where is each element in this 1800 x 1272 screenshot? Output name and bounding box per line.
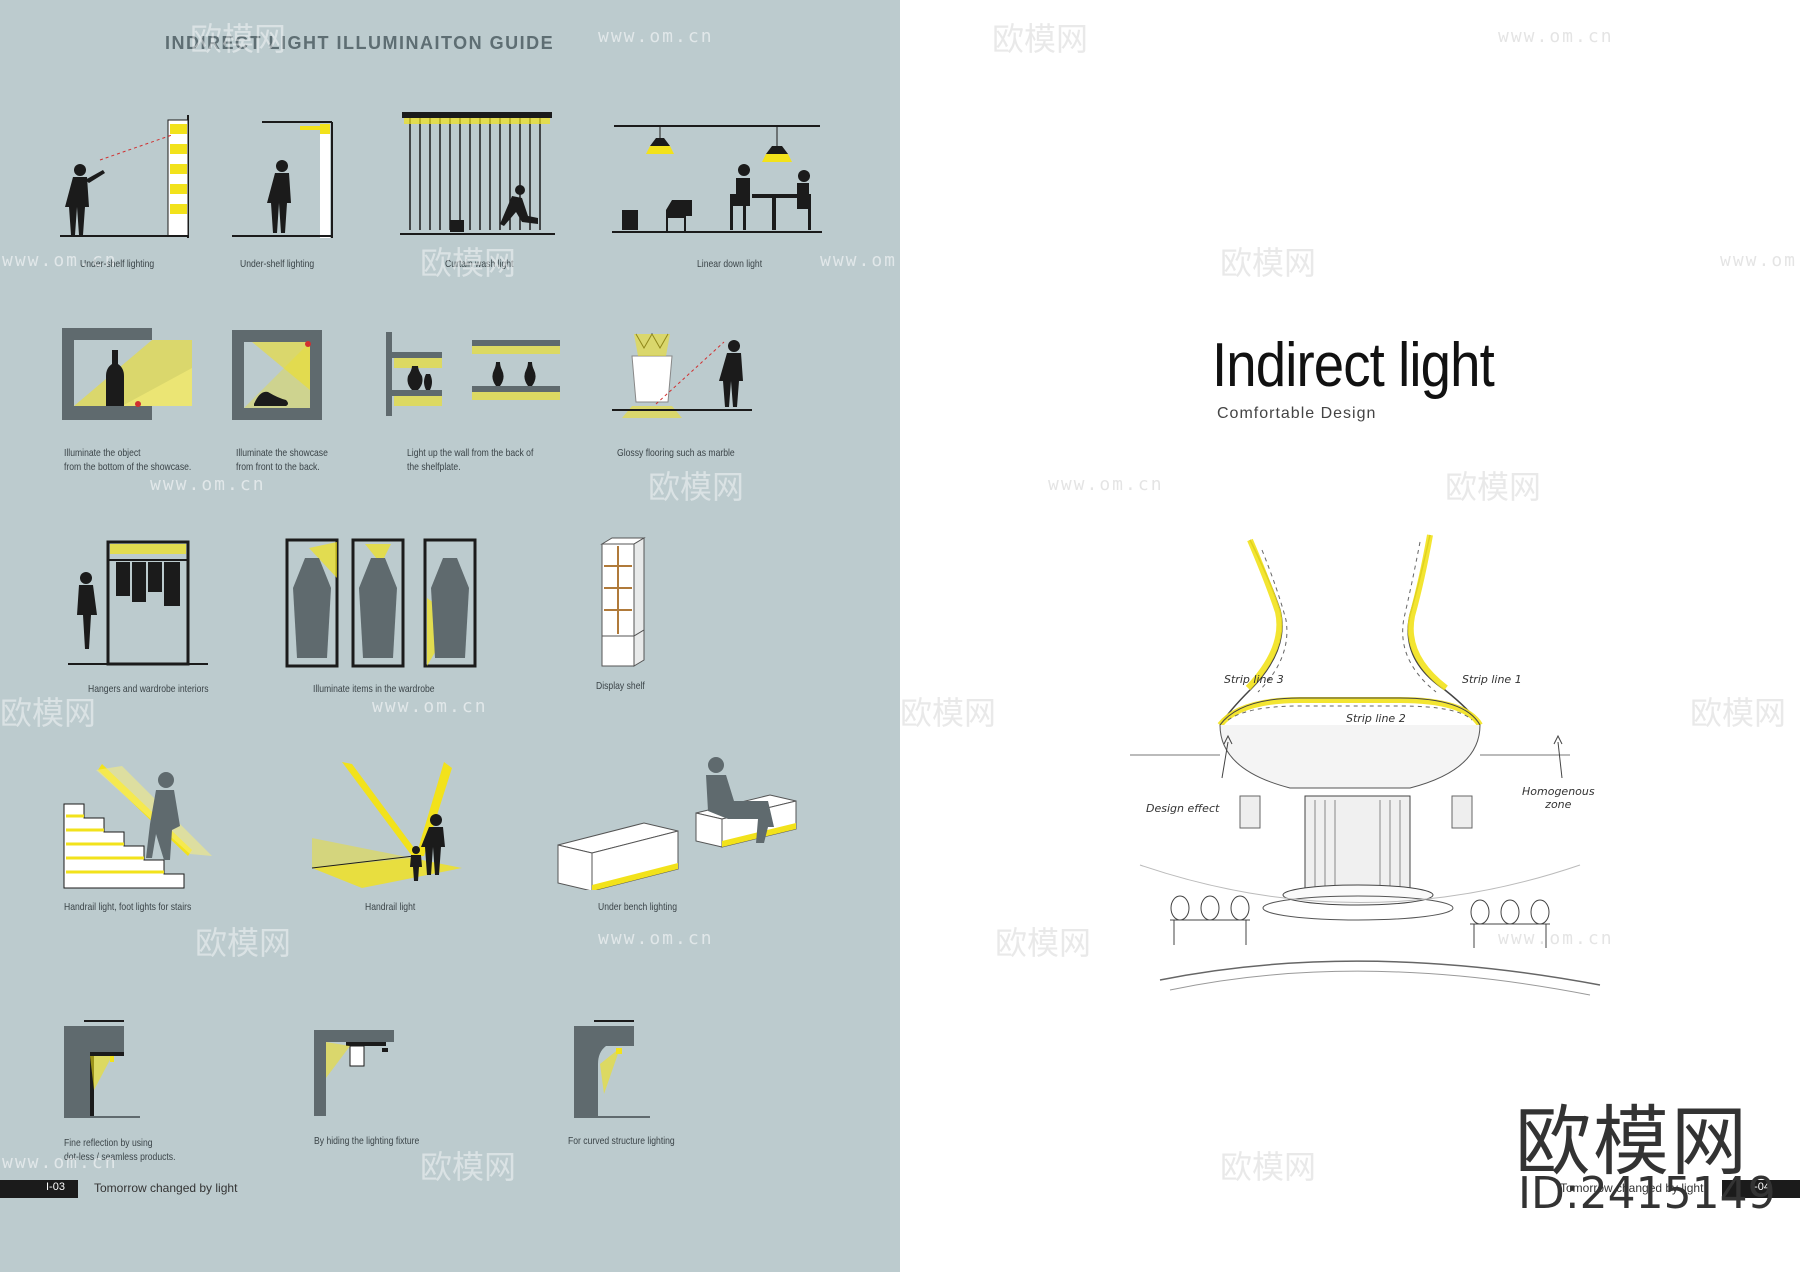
- shelfplate-illustration: [386, 332, 560, 416]
- page-number: I-03: [46, 1181, 65, 1193]
- footer-bar: [1722, 1180, 1800, 1198]
- linear-down-light-illustration: [612, 125, 822, 233]
- watermark-url: www.om.cn: [150, 474, 266, 495]
- showcase-bottom-illustration: [62, 328, 192, 420]
- watermark-logo: 欧模网: [992, 20, 1089, 58]
- dot-less-reflection-illustration: [64, 1020, 140, 1118]
- caption-glossy-flooring: Glossy flooring such as marble: [617, 447, 735, 459]
- glossy-flooring-illustration: [612, 332, 752, 418]
- watermark-url: www.om.cn: [820, 250, 900, 271]
- watermark-url: www.om.cn: [598, 928, 714, 949]
- caption-wardrobe-items: Illuminate items in the wardrobe: [313, 683, 435, 695]
- page-number: I-04: [1751, 1181, 1770, 1193]
- caption-under-bench: Under bench lighting: [598, 901, 677, 913]
- curved-structure-illustration: [574, 1020, 650, 1118]
- watermark-url: www.om.cn: [2, 250, 118, 271]
- caption-under-shelf-2: Under-shelf lighting: [240, 258, 315, 270]
- footer-text: Tomorrow changed by light: [94, 1181, 238, 1195]
- watermark-logo: 欧模网: [1690, 694, 1787, 732]
- caption-handrail-light: Handrail light: [365, 901, 416, 913]
- caption-showcase-bottom: Illuminate the object from the bottom of…: [64, 447, 192, 473]
- under-shelf-illustration-1: [60, 115, 189, 238]
- under-bench-illustration: [557, 757, 797, 890]
- indirect-light-sketch: [1130, 534, 1601, 996]
- watermark-url: www.om.cn: [2, 1152, 118, 1173]
- caption-curtain-wash: Curtain wash light: [445, 258, 514, 270]
- guide-title: INDIRECT LIGHT ILLUMINAITON GUIDE: [165, 33, 555, 53]
- brand-logo: 欧模网: [1515, 1097, 1749, 1186]
- watermark-logo: 欧模网: [190, 20, 287, 58]
- left-page: INDIRECT LIGHT ILLUMINAITON GUIDE Under-…: [0, 0, 900, 1272]
- caption-dot-less-reflection: Fine reflection by using dot-less / seam…: [64, 1137, 176, 1163]
- watermark-url: www.om.cn: [1498, 928, 1614, 949]
- caption-linear-down-light: Linear down light: [697, 258, 763, 270]
- watermark-url: www.om.cn: [598, 26, 714, 47]
- watermark-logo: 欧模网: [1220, 1148, 1317, 1186]
- showcase-front-illustration: [232, 330, 322, 420]
- page-subtitle: Comfortable Design: [1217, 405, 1377, 422]
- caption-under-shelf-1: Under-shelf lighting: [80, 258, 155, 270]
- watermark-url: www.om.cn: [372, 696, 488, 717]
- stair-handrail-illustration: [63, 764, 212, 889]
- watermark-logo: 欧模网: [0, 694, 97, 732]
- label-strip-line-1: Strip line 1: [1462, 673, 1522, 686]
- handrail-light-illustration: [312, 762, 462, 888]
- curtain-wash-illustration: [400, 112, 555, 235]
- page-title: Indirect light: [1212, 331, 1495, 400]
- watermark-logo: 欧模网: [1220, 244, 1317, 282]
- watermark-logo: 欧模网: [1445, 468, 1542, 506]
- label-homogenous-zone: Homogenous zone: [1522, 785, 1595, 811]
- caption-display-shelf: Display shelf: [596, 680, 645, 692]
- hidden-fixture-illustration: [314, 1030, 394, 1116]
- under-shelf-illustration-2: [232, 121, 333, 238]
- watermark-url: www.om.cn: [1048, 474, 1164, 495]
- label-design-effect: Design effect: [1146, 802, 1220, 815]
- watermark-logo: 欧模网: [900, 694, 997, 732]
- watermark-logo: 欧模网: [420, 244, 517, 282]
- watermark-logo: 欧模网: [420, 1148, 517, 1186]
- right-page: Indirect light Comfortable Design: [900, 0, 1800, 1272]
- caption-wardrobe-hangers: Hangers and wardrobe interiors: [88, 683, 209, 695]
- caption-stair-handrail: Handrail light, foot lights for stairs: [64, 901, 192, 913]
- caption-hidden-fixture: By hiding the lighting fixture: [314, 1135, 420, 1147]
- watermark-url: www.om.cn: [1498, 26, 1614, 47]
- footer-bar: [0, 1180, 78, 1198]
- wardrobe-items-illustration: [285, 538, 477, 668]
- watermark-url: www.om.cn: [1720, 250, 1800, 271]
- caption-curved-structure: For curved structure lighting: [568, 1135, 675, 1147]
- caption-shelfplate: Light up the wall from the back of the s…: [407, 447, 534, 473]
- caption-showcase-front: Illuminate the showcase from front to th…: [236, 447, 328, 473]
- display-shelf-illustration: [600, 537, 646, 667]
- watermark-logo: 欧模网: [995, 924, 1092, 962]
- watermark-logo: 欧模网: [195, 924, 292, 962]
- footer-text: Tomorrow changed by light: [1560, 1181, 1704, 1195]
- label-strip-line-2: Strip line 2: [1346, 712, 1406, 725]
- asset-id: ID:2415149: [1518, 1168, 1776, 1219]
- label-strip-line-3: Strip line 3: [1224, 673, 1284, 686]
- wardrobe-hangers-illustration: [68, 540, 208, 666]
- watermark-logo: 欧模网: [648, 468, 745, 506]
